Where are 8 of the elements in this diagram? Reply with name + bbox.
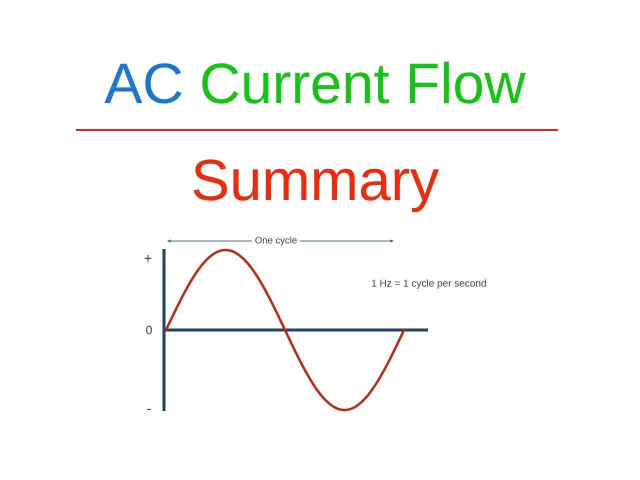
dimension-label: One cycle bbox=[252, 233, 300, 249]
title-text: Current Flow bbox=[202, 62, 526, 104]
title-text: AC bbox=[104, 63, 182, 104]
note-text: 1 Hz = 1 cycle per second bbox=[372, 279, 486, 289]
axis-label: 0 bbox=[146, 326, 152, 334]
subtitle-text: Summary bbox=[194, 160, 439, 212]
axis-label: - bbox=[147, 408, 151, 410]
axis-label: + bbox=[144, 254, 152, 262]
